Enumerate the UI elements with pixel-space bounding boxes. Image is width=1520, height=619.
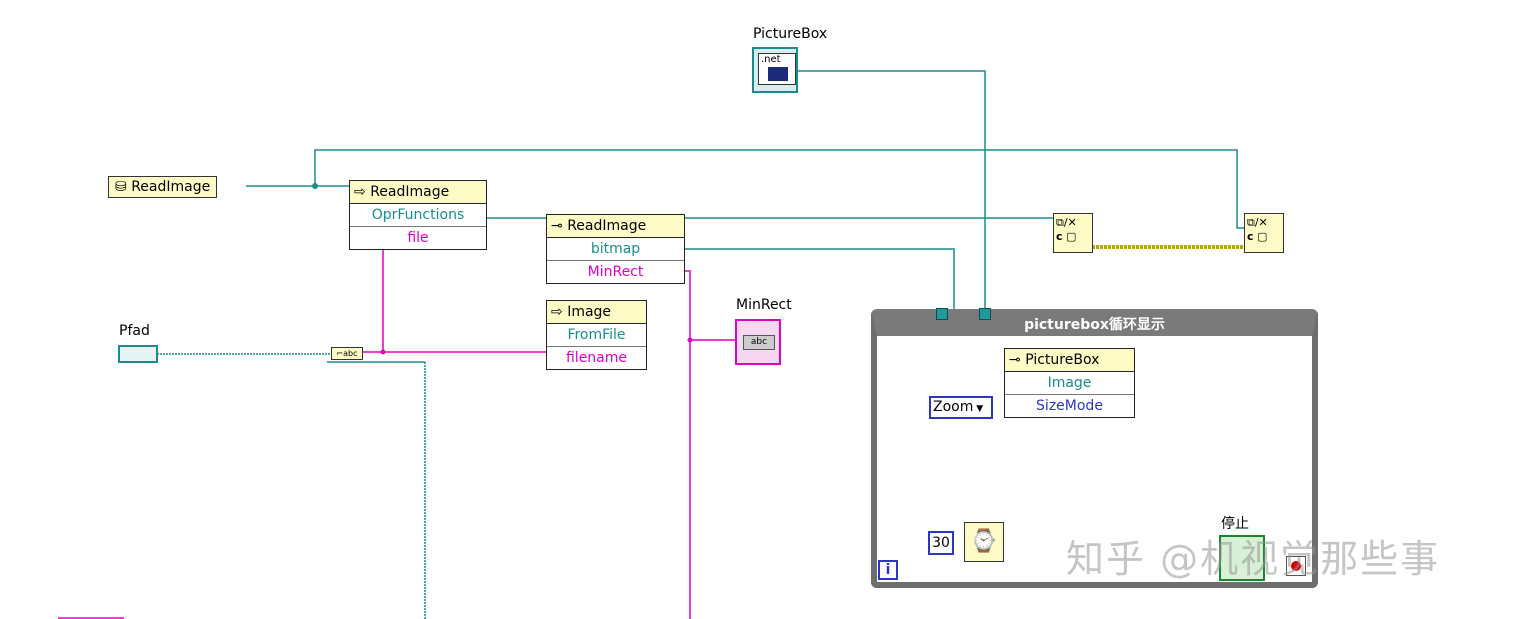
- junction-dot: [687, 337, 693, 343]
- node-header: ⊸ PictureBox: [1005, 349, 1134, 372]
- zoom-text: Zoom: [933, 399, 974, 415]
- sizemode-row[interactable]: SizeMode: [1036, 398, 1103, 414]
- wait-timer-icon[interactable]: ⌚: [964, 522, 1004, 562]
- stop-label: 停止: [1221, 516, 1249, 532]
- picturebox-label: PictureBox: [753, 26, 828, 42]
- pfad-label: Pfad: [119, 323, 150, 339]
- watermark: 知乎 @机视觉那些事: [1066, 537, 1441, 581]
- zoom-enum-constant[interactable]: Zoom ▼: [929, 396, 993, 419]
- junction-dot: [312, 183, 318, 189]
- minrect-label: MinRect: [736, 297, 792, 313]
- oprfunctions-row[interactable]: OprFunctions: [350, 204, 486, 227]
- junction-dot: [380, 349, 386, 355]
- node-title: PictureBox: [1025, 352, 1100, 368]
- readimage-constructor-node[interactable]: ⇨ ReadImage OprFunctions file: [349, 180, 487, 250]
- window-glyph-icon: [768, 67, 788, 81]
- loop-title: picturebox循环显示: [1024, 317, 1165, 333]
- file-row[interactable]: file: [407, 230, 429, 246]
- abc-text: abc: [743, 335, 775, 350]
- class-icon: ⛁: [115, 179, 132, 195]
- node-title: ReadImage: [370, 184, 450, 200]
- node-title: Image: [567, 304, 612, 320]
- minrect-indicator-icon[interactable]: abc: [735, 319, 781, 365]
- node-header: ⊸ ReadImage: [547, 215, 684, 238]
- node-header: ⇨ Image: [547, 301, 646, 324]
- image-fromfile-node[interactable]: ⇨ Image FromFile filename: [546, 300, 647, 370]
- iteration-terminal: i: [878, 560, 898, 580]
- chevron-down-icon: ▼: [973, 404, 984, 414]
- node-title: ReadImage: [567, 218, 647, 234]
- readimage-ref-text: ReadImage: [131, 179, 211, 195]
- readimage-ref-constant[interactable]: ⛁ ReadImage: [108, 176, 218, 198]
- node-header: ⇨ ReadImage: [350, 181, 486, 204]
- stop-condition-terminal: [1286, 556, 1306, 576]
- wait-ms-constant[interactable]: 30: [928, 531, 954, 555]
- fromfile-row[interactable]: FromFile: [547, 324, 646, 347]
- filename-row[interactable]: filename: [565, 350, 628, 366]
- picturebox-refnum-icon[interactable]: .net: [752, 47, 798, 93]
- readimage-property-node[interactable]: ⊸ ReadImage bitmap MinRect: [546, 214, 685, 284]
- bitmap-row[interactable]: bitmap: [547, 238, 684, 261]
- stop-dot-icon: [1291, 561, 1301, 571]
- loop-tunnel: [936, 308, 948, 320]
- stop-button-control-icon[interactable]: [1219, 535, 1265, 581]
- image-row[interactable]: Image: [1005, 372, 1134, 395]
- close-reference-icon[interactable]: ⧉/✕c ▢: [1053, 213, 1093, 253]
- close-reference-icon[interactable]: ⧉/✕c ▢: [1244, 213, 1284, 253]
- minrect-row[interactable]: MinRect: [587, 264, 644, 280]
- pfad-path-control-icon[interactable]: [118, 345, 158, 363]
- picturebox-property-node[interactable]: ⊸ PictureBox Image SizeMode: [1004, 348, 1135, 418]
- path-to-string-icon[interactable]: ⌐abc: [331, 347, 363, 360]
- wire-minrect: [684, 270, 736, 619]
- wire-readimage-ref-top: [246, 149, 1246, 229]
- loop-tunnel: [979, 308, 991, 320]
